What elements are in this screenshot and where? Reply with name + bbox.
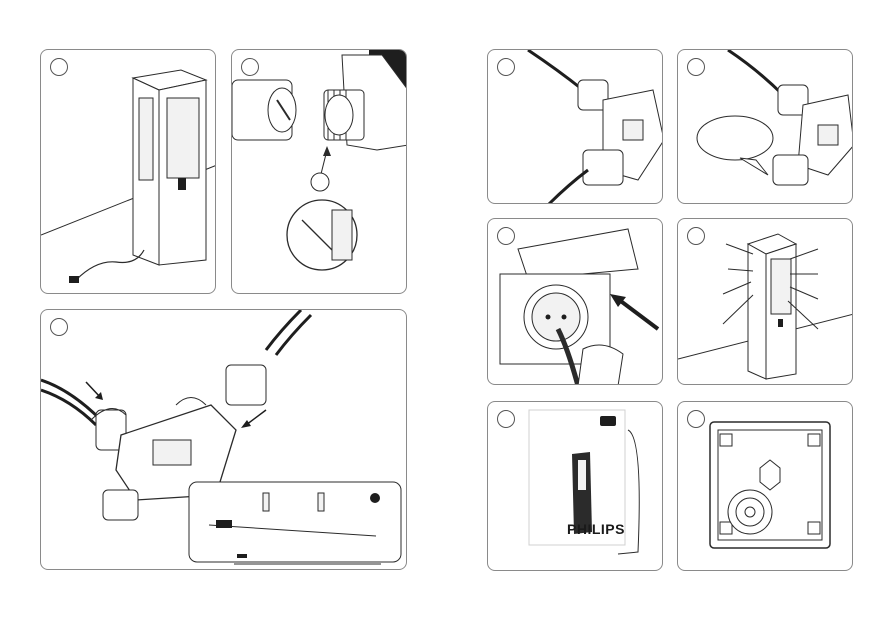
panel-connector-closeup	[487, 49, 663, 204]
connector-illustration	[488, 50, 663, 204]
hand-icon	[578, 345, 623, 385]
callout-bubble-icon	[697, 116, 773, 160]
mounting-plate-illustration	[678, 402, 853, 571]
panel-mounting-plate	[677, 401, 853, 571]
panel-bollard-parts	[677, 218, 853, 385]
thread-illustration	[232, 50, 407, 294]
bollard-parts-illustration	[678, 219, 853, 385]
panel-product-box: PHILIPS	[487, 401, 663, 571]
connector-callout-illustration	[678, 50, 853, 204]
panel-socket	[487, 218, 663, 385]
connection-illustration	[41, 310, 407, 570]
box-brand-label: PHILIPS	[567, 521, 625, 537]
socket-illustration	[488, 219, 663, 385]
panel-connector-callout	[677, 49, 853, 204]
panel-connection	[40, 309, 407, 570]
bollard-illustration	[41, 50, 216, 294]
panel-bollard	[40, 49, 216, 294]
panel-connector-thread	[231, 49, 407, 294]
box-illustration	[488, 402, 663, 571]
